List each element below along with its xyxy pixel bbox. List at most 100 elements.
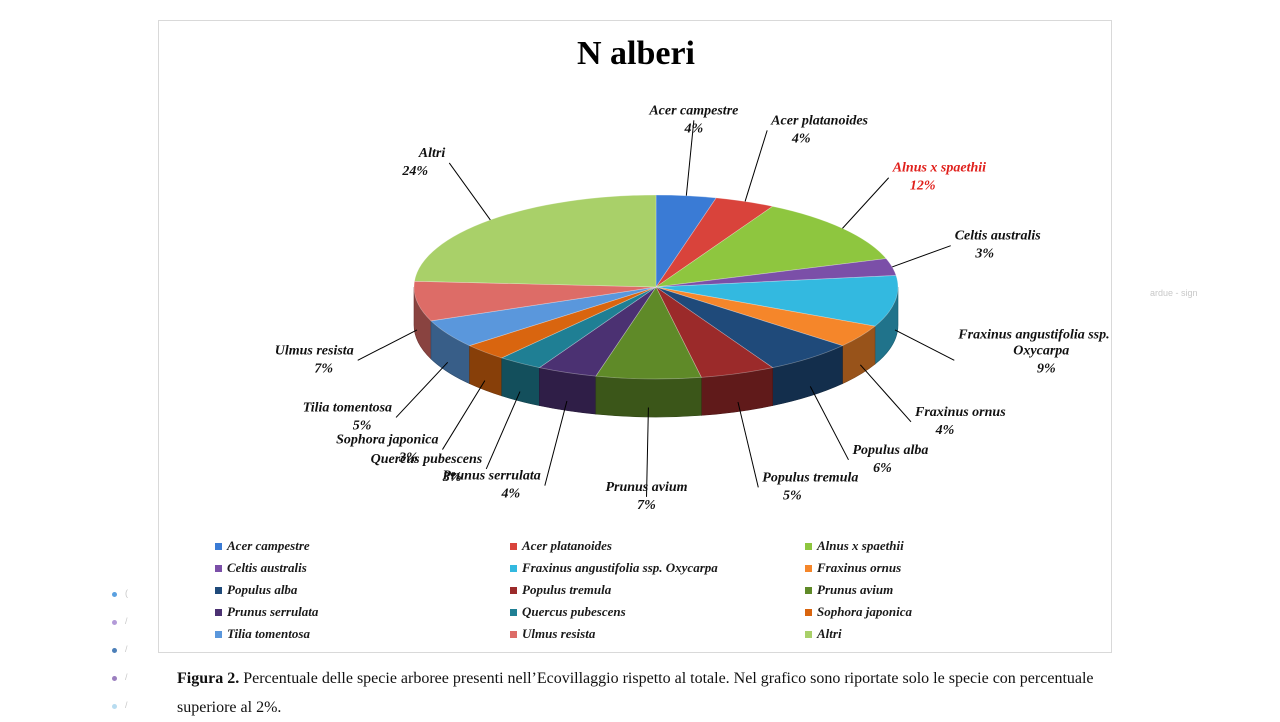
- legend-swatch: [805, 630, 812, 638]
- legend-label: Quercus pubescens: [522, 604, 626, 619]
- legend-label: Sophora japonica: [817, 604, 912, 619]
- pie-slice-fraxinus-angustifolia-ssp-oxycarpa: [655, 275, 899, 327]
- data-label-name: Tilia tomentosa: [303, 400, 392, 415]
- legend-label: Prunus serrulata: [227, 604, 319, 619]
- data-label-percent: 3%: [442, 470, 462, 485]
- data-label-percent: 5%: [353, 418, 372, 433]
- pie-side-walls: [413, 286, 899, 418]
- data-label-percent: 5%: [783, 488, 802, 503]
- leader-line: [442, 380, 486, 450]
- leader-line: [859, 364, 912, 423]
- faint-side-text: ardue - sign: [1150, 288, 1198, 298]
- legend-item: Celtis australis: [215, 559, 510, 577]
- pie-top-faces: [413, 194, 899, 380]
- data-label-name: Ulmus resista: [275, 343, 354, 358]
- data-label-percent: 3%: [974, 247, 994, 262]
- leader-line: [544, 400, 568, 486]
- data-label-name: Prunus avium: [605, 480, 687, 495]
- legend-swatch: [215, 564, 222, 572]
- pie-slice-acer-platanoides: [655, 197, 774, 288]
- legend-swatch: [805, 542, 812, 550]
- pie-slice-tilia-tomentosa: [430, 286, 657, 347]
- caption-text: Percentuale delle specie arboree present…: [177, 670, 1094, 716]
- faint-bullet: [112, 704, 117, 709]
- legend-label: Populus tremula: [522, 582, 612, 597]
- data-label-name: Populus tremula: [762, 470, 858, 485]
- faint-bullet: [112, 620, 117, 625]
- data-label-percent: 4%: [684, 121, 704, 136]
- chart-legend: Acer campestre Acer platanoides Alnus x sp…: [215, 537, 1095, 643]
- pie-slice-ulmus-resista: [413, 280, 657, 322]
- legend-label: Acer platanoides: [522, 538, 612, 553]
- data-label-name: Quercus pubescens: [371, 452, 483, 467]
- figure-caption: Figura 2. Percentuale delle specie arbor…: [177, 664, 1097, 722]
- legend-swatch: [805, 586, 812, 594]
- legend-label: Acer campestre: [227, 538, 310, 553]
- data-label-percent: 9%: [1037, 361, 1056, 376]
- data-label-percent: 4%: [500, 487, 520, 502]
- faint-bullet-mark: /: [125, 672, 128, 682]
- legend-item: Alnus x spaethii: [805, 537, 1095, 555]
- legend-swatch: [510, 608, 517, 616]
- pie-slice-prunus-avium: [595, 286, 702, 380]
- data-label-name: Fraxinus ornus: [914, 405, 1006, 420]
- data-label-name: Sophora japonica: [336, 433, 438, 448]
- faint-bullet-mark: /: [125, 644, 128, 654]
- data-label-name: Populus alba: [853, 443, 929, 458]
- pie-slice-populus-alba: [655, 286, 844, 368]
- faint-bullet: [112, 648, 117, 653]
- legend-item: Populus alba: [215, 581, 510, 599]
- legend-swatch: [510, 630, 517, 638]
- legend-label: Prunus avium: [817, 582, 894, 597]
- data-label-percent: 4%: [791, 131, 811, 146]
- data-label-percent: 3%: [398, 451, 418, 466]
- legend-item: Fraxinus angustifolia ssp. Oxycarpa: [510, 559, 805, 577]
- leader-line: [395, 361, 449, 418]
- leader-line: [842, 177, 890, 229]
- pie-slice-acer-campestre: [655, 194, 717, 289]
- leader-line: [744, 130, 768, 202]
- data-label-name: Acer campestre: [648, 103, 738, 118]
- legend-swatch: [215, 542, 222, 550]
- leader-line: [894, 329, 955, 361]
- chart-title: N alberi: [576, 35, 696, 72]
- legend-swatch: [510, 564, 517, 572]
- data-label-name: Acer platanoides: [770, 113, 868, 128]
- legend-swatch: [510, 542, 517, 550]
- faint-bullet-mark: (: [125, 588, 128, 598]
- legend-label: Alnus x spaethii: [817, 538, 904, 553]
- legend-swatch: [510, 586, 517, 594]
- faint-bullet-mark: /: [125, 700, 128, 710]
- leader-line: [809, 386, 849, 461]
- data-label-percent: 24%: [401, 164, 428, 179]
- legend-swatch: [805, 608, 812, 616]
- leader-line: [448, 162, 491, 221]
- legend-swatch: [215, 630, 222, 638]
- legend-label: Fraxinus ornus: [817, 560, 902, 575]
- leader-line: [685, 120, 695, 196]
- legend-label: Altri: [817, 626, 842, 641]
- faint-bullet: [112, 592, 117, 597]
- legend-label: Fraxinus angustifolia ssp. Oxycarpa: [522, 560, 718, 575]
- pie-data-labels: Acer campestre 4% Acer platanoides 4% Alnus …: [275, 103, 1110, 513]
- pie-chart: Acer campestre 4% Acer platanoides 4% Alnus …: [275, 103, 1110, 513]
- data-label-percent: 7%: [314, 361, 333, 376]
- data-label-percent: 7%: [637, 498, 656, 513]
- pie-slice-alnus-x-spaethii: [655, 206, 887, 288]
- leader-line: [646, 407, 649, 497]
- legend-swatch: [805, 564, 812, 572]
- pie-slice-quercus-pubescens: [500, 286, 657, 368]
- data-label-name: Altri: [418, 146, 446, 161]
- data-label-name: Celtis australis: [955, 229, 1042, 244]
- legend-swatch: [215, 586, 222, 594]
- legend-item: Acer campestre: [215, 537, 510, 555]
- legend-item: Ulmus resista: [510, 625, 805, 643]
- pie-slice-populus-tremula: [655, 286, 774, 378]
- data-label-name: Alnus x spaethii: [892, 161, 986, 176]
- legend-item: Populus tremula: [510, 581, 805, 599]
- legend-item: Quercus pubescens: [510, 603, 805, 621]
- data-label-name: Prunus serrulata: [442, 469, 540, 484]
- legend-item: Prunus serrulata: [215, 603, 510, 621]
- legend-item: Fraxinus ornus: [805, 559, 1095, 577]
- data-label-name: Fraxinus angustifolia ssp.Oxycarpa: [957, 327, 1109, 358]
